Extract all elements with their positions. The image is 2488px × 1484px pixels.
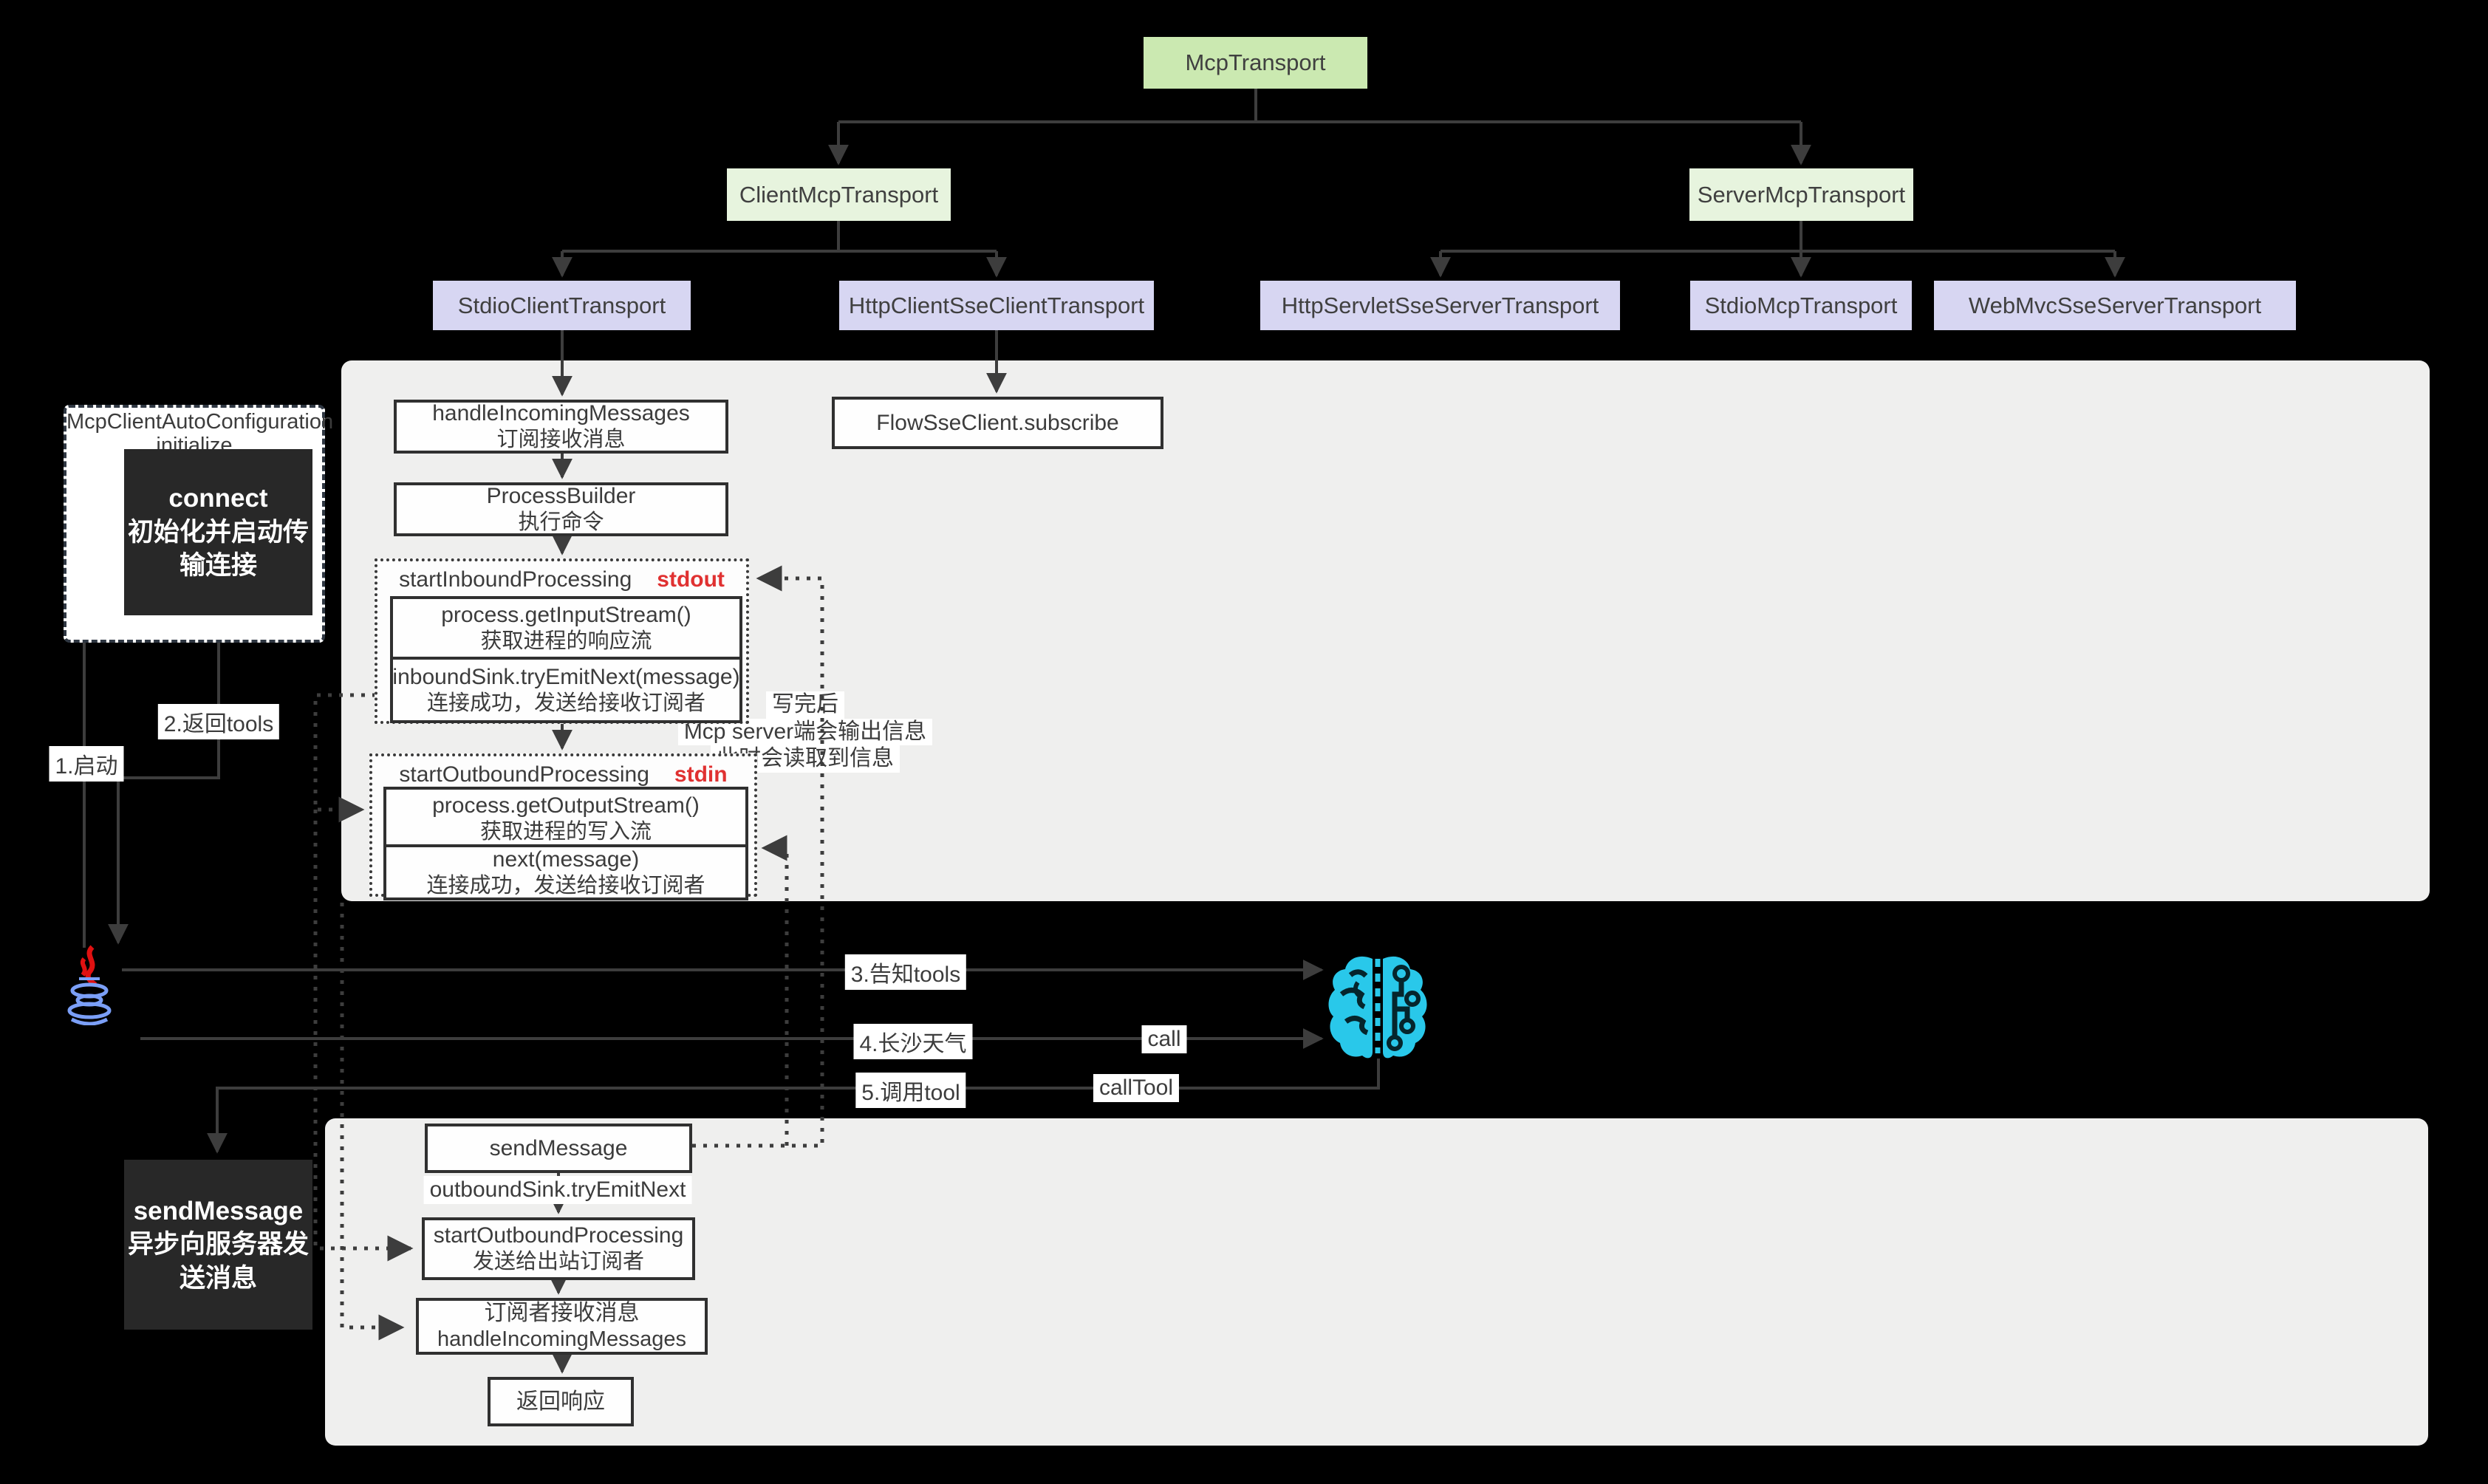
box-line: 获取进程的写入流 (479, 819, 652, 844)
start-outbound-processing-group: startOutboundProcessing stdin process.ge… (369, 753, 757, 900)
process-builder-box: ProcessBuilder 执行命令 (394, 482, 728, 536)
send-message-dark-box: sendMessage 异步向服务器发 送消息 (124, 1160, 312, 1330)
send-message-box: sendMessage (425, 1124, 692, 1173)
outbound-sink-label: outboundSink.tryEmitNext (423, 1176, 692, 1204)
stdout-tag: stdout (657, 567, 725, 592)
node-label: StdioClientTransport (457, 292, 666, 318)
start-inbound-processing-group: startInboundProcessing stdout process.ge… (375, 558, 749, 724)
connect-box: connect 初始化并启动传 输连接 (124, 449, 312, 615)
box-line: 订阅接收消息 (496, 428, 626, 452)
label-call-tool: callTool (1093, 1074, 1180, 1102)
response-box: 返回响应 (488, 1377, 634, 1426)
node-label: HttpServletSseServerTransport (1281, 292, 1599, 318)
node-label: ClientMcpTransport (739, 181, 939, 208)
box-line: ProcessBuilder (486, 484, 636, 509)
handle-incoming-box: handleIncomingMessages 订阅接收消息 (394, 400, 728, 454)
box-line: connect (168, 484, 268, 513)
node-label: McpTransport (1185, 49, 1326, 75)
node-label: WebMvcSseServerTransport (1968, 292, 2262, 318)
box-line: handleIncomingMessages (432, 401, 690, 426)
box-line: handleIncomingMessages (437, 1327, 686, 1352)
box-line: process.getInputStream() (441, 602, 691, 627)
label-weather: 4.长沙天气 (853, 1024, 973, 1059)
label-tell-tools: 3.告知tools (844, 954, 967, 990)
box-line: process.getOutputStream() (432, 793, 700, 818)
box-line: 异步向服务器发 (127, 1230, 309, 1259)
box-line: inboundSink.tryEmitNext(message) (392, 664, 740, 689)
box-line: 执行命令 (518, 510, 604, 535)
subscriber-box: 订阅者接收消息 handleIncomingMessages (416, 1298, 708, 1355)
box-line: 初始化并启动传 (127, 517, 309, 547)
label-start: 1.启动 (49, 746, 124, 782)
node-http-servlet-sse-server-transport: HttpServletSseServerTransport (1260, 281, 1620, 330)
box-line: sendMessage (489, 1135, 628, 1160)
node-webmvc-sse-server-transport: WebMvcSseServerTransport (1934, 281, 2296, 330)
next-message-box: next(message) 连接成功，发送给接收订阅者 (383, 844, 748, 900)
label-return-tools: 2.返回tools (157, 704, 280, 739)
start-outbound-box: startOutboundProcessing 发送给出站订阅者 (422, 1217, 695, 1280)
flow-sse-client-box: FlowSseClient.subscribe (832, 397, 1163, 449)
box-line: 订阅者接收消息 (484, 1301, 640, 1326)
box-line: next(message) (492, 847, 640, 872)
box-line: 连接成功，发送给接收订阅者 (426, 873, 705, 897)
label-invoke-tool: 5.调用tool (855, 1073, 966, 1108)
label-call: call (1141, 1025, 1187, 1053)
box-line: 送消息 (179, 1263, 257, 1293)
note-line1: 写完后 (766, 691, 844, 719)
node-stdio-client-transport: StdioClientTransport (433, 281, 691, 330)
stdin-tag: stdin (674, 762, 728, 787)
box-line: 获取进程的响应流 (480, 629, 652, 653)
inbound-sink-emit-box: inboundSink.tryEmitNext(message) 连接成功，发送… (390, 657, 742, 723)
brain-icon (1328, 956, 1427, 1059)
node-server-mcp-transport: ServerMcpTransport (1689, 168, 1913, 221)
box-line: startOutboundProcessing (433, 1223, 684, 1248)
box-line: 连接成功，发送给接收订阅者 (426, 691, 705, 715)
get-output-stream-box: process.getOutputStream() 获取进程的写入流 (383, 787, 748, 850)
node-http-client-sse-transport: HttpClientSseClientTransport (839, 281, 1154, 330)
group-title: McpClientAutoConfiguration (66, 410, 334, 434)
node-client-mcp-transport: ClientMcpTransport (727, 168, 951, 221)
node-stdio-mcp-transport: StdioMcpTransport (1690, 281, 1912, 330)
box-line: sendMessage (133, 1196, 304, 1225)
get-input-stream-box: process.getInputStream() 获取进程的响应流 (390, 596, 742, 660)
node-label: HttpClientSseClientTransport (848, 292, 1145, 318)
group-title: startInboundProcessing (399, 567, 632, 592)
box-line: 返回响应 (516, 1389, 605, 1414)
node-label: StdioMcpTransport (1704, 292, 1898, 318)
box-line: FlowSseClient.subscribe (876, 410, 1119, 435)
node-mcp-transport: McpTransport (1144, 37, 1367, 89)
box-line: 发送给出站订阅者 (472, 1250, 644, 1274)
node-label: ServerMcpTransport (1697, 181, 1906, 208)
group-title: startOutboundProcessing (399, 762, 649, 787)
box-line: 输连接 (179, 551, 257, 581)
java-logo-icon (67, 945, 112, 1025)
